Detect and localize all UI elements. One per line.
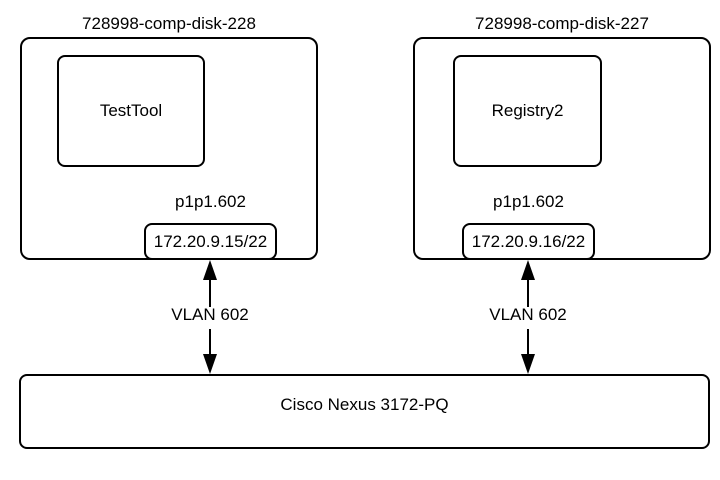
host-1-ip-label: 172.20.9.15/22 (153, 231, 268, 251)
host-1-app-label: TestTool (99, 101, 163, 120)
host-2-ip-node: 172.20.9.16/22 (462, 223, 595, 260)
vlan-label-2: VLAN 602 (489, 305, 567, 324)
host-2-title: 728998-comp-disk-227 (475, 14, 649, 33)
host-2-interface-label: p1p1.602 (493, 192, 564, 211)
host-1-ip-node: 172.20.9.15/22 (144, 223, 277, 260)
host-2-app-node: Registry2 (453, 55, 602, 167)
host-1-title: 728998-comp-disk-228 (82, 14, 256, 33)
vlan-label-1: VLAN 602 (171, 305, 249, 324)
host-2-app-label: Registry2 (491, 101, 564, 120)
arrow-up-head (521, 260, 535, 280)
host-2-ip-label: 172.20.9.16/22 (471, 231, 586, 251)
arrow-down-head (521, 354, 535, 374)
vlan-link-arrow-1 (203, 260, 217, 374)
switch-label: Cisco Nexus 3172-PQ (280, 395, 449, 414)
switch-node: Cisco Nexus 3172-PQ (19, 374, 710, 449)
host-1-interface-label: p1p1.602 (175, 192, 246, 211)
host-1-app-node: TestTool (57, 55, 205, 167)
arrow-down-head (203, 354, 217, 374)
arrow-up-head (203, 260, 217, 280)
vlan-link-arrow-2 (521, 260, 535, 374)
